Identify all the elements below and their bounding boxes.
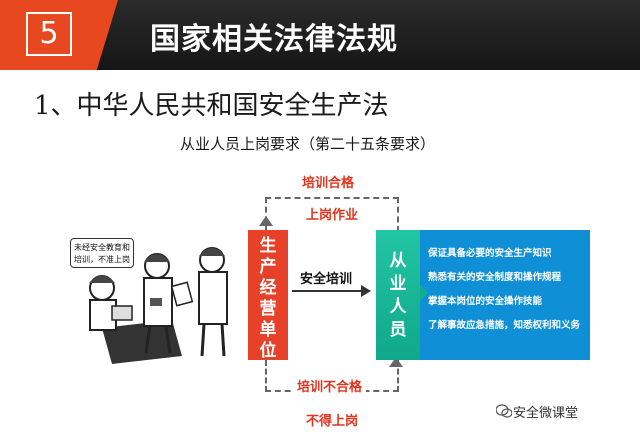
requirement-item: 保证具备必要的安全生产知识	[428, 248, 552, 259]
watermark-text: 安全微课堂	[513, 406, 579, 421]
worker-char: 从	[389, 251, 407, 271]
requirement-item: 掌握本岗位的安全操作技能	[428, 296, 543, 307]
worker-char: 人	[389, 297, 407, 317]
unit-char: 经	[259, 278, 277, 298]
header-title: 国家相关法律法规	[150, 22, 398, 57]
worker-char: 业	[389, 274, 407, 294]
requirements-panel: 保证具备必要的安全生产知识 熟悉有关的安全制度和操作规程 掌握本岗位的安全操作技…	[420, 230, 590, 360]
label-fail-training: 培训不合格	[293, 376, 367, 395]
unit-char: 单	[259, 320, 277, 340]
requirement-item: 熟悉有关的安全制度和操作规程	[428, 272, 562, 283]
section-number: 5	[26, 12, 72, 56]
safety-training-label: 安全培训	[300, 272, 353, 287]
workers-cartoon-illustration	[89, 247, 228, 364]
pass-loop-line	[265, 197, 399, 232]
diagram-title: 从业人员上岗要求（第二十五条要求）	[180, 135, 436, 153]
speech-bubble: 未经安全教育和 培训，不准上岗	[70, 238, 134, 268]
unit-char: 生	[259, 236, 277, 256]
speech-line: 未经安全教育和	[74, 243, 130, 252]
section-number-badge: 5	[0, 0, 118, 70]
section-title: 1、中华人民共和国安全生产法	[34, 91, 389, 121]
workers-box: 从 业 人 员	[376, 230, 420, 360]
worker-char: 员	[389, 320, 407, 340]
unit-char: 位	[259, 341, 277, 361]
up-arrow-icon	[389, 357, 403, 367]
panel-pointer	[420, 285, 428, 301]
right-arrow-icon	[361, 285, 371, 297]
production-unit-box: 生 产 经 营 单 位	[248, 230, 288, 361]
label-work-on-post: 上岗作业	[302, 204, 363, 223]
requirement-item: 了解事故应急措施，知悉权利和义务	[428, 320, 581, 331]
label-pass-training: 培训合格	[298, 172, 359, 191]
wechat-icon	[496, 404, 512, 418]
speech-line: 培训，不准上岗	[74, 255, 130, 264]
label-no-work: 不得上岗	[302, 410, 363, 429]
up-arrow-icon	[259, 216, 273, 226]
unit-char: 产	[259, 257, 277, 277]
unit-char: 营	[259, 299, 277, 319]
training-arrow-line	[292, 290, 362, 292]
